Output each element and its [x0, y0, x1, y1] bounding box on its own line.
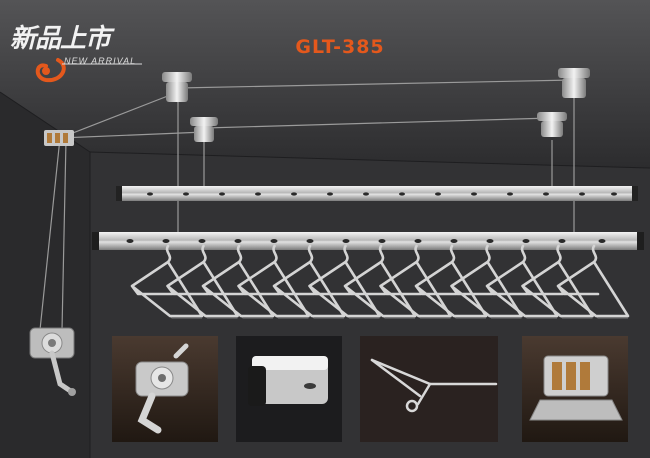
logo-swirl — [35, 58, 142, 83]
thumbnail-pulley — [522, 336, 628, 442]
brand-logo-en: NEW ARRIVAL — [64, 56, 137, 66]
front-rail — [92, 232, 644, 250]
ceiling-mount — [190, 117, 218, 142]
ceiling-mount — [558, 68, 590, 98]
hand-crank — [29, 327, 76, 396]
left-wall — [0, 92, 90, 458]
model-title: GLT-385 — [295, 36, 385, 58]
clothes-hanger — [414, 244, 488, 319]
hanger-group — [130, 244, 630, 319]
clothes-hanger — [166, 244, 239, 319]
clothes-hanger — [379, 244, 452, 319]
clothes-hanger — [450, 244, 523, 319]
ceiling-mount — [537, 112, 567, 137]
brand-logo-cn: 新品上市 — [10, 24, 111, 54]
thumbnail-hanger — [360, 336, 498, 442]
clothes-hanger — [343, 244, 417, 319]
clothes-hanger — [521, 244, 594, 319]
clothes-hanger — [130, 244, 204, 319]
rear-rail — [116, 186, 638, 201]
hanger-closeup-image — [370, 358, 498, 413]
clothes-hanger — [272, 244, 346, 319]
clothes-hanger — [308, 244, 381, 319]
clothes-hanger — [485, 244, 559, 319]
clothes-hanger — [237, 244, 310, 319]
pulley-closeup-image — [529, 355, 623, 421]
thumbnail-crank — [112, 336, 218, 442]
clothes-hanger — [201, 244, 275, 319]
clothes-hanger — [556, 244, 630, 319]
rail-end-closeup-image — [248, 356, 328, 406]
ceiling-mount — [162, 72, 192, 102]
thumbnail-rail-end — [236, 336, 342, 442]
corner-pulley — [44, 130, 74, 146]
crank-closeup-image — [135, 343, 189, 434]
ceiling — [0, 0, 650, 168]
steel-wires — [39, 79, 575, 331]
